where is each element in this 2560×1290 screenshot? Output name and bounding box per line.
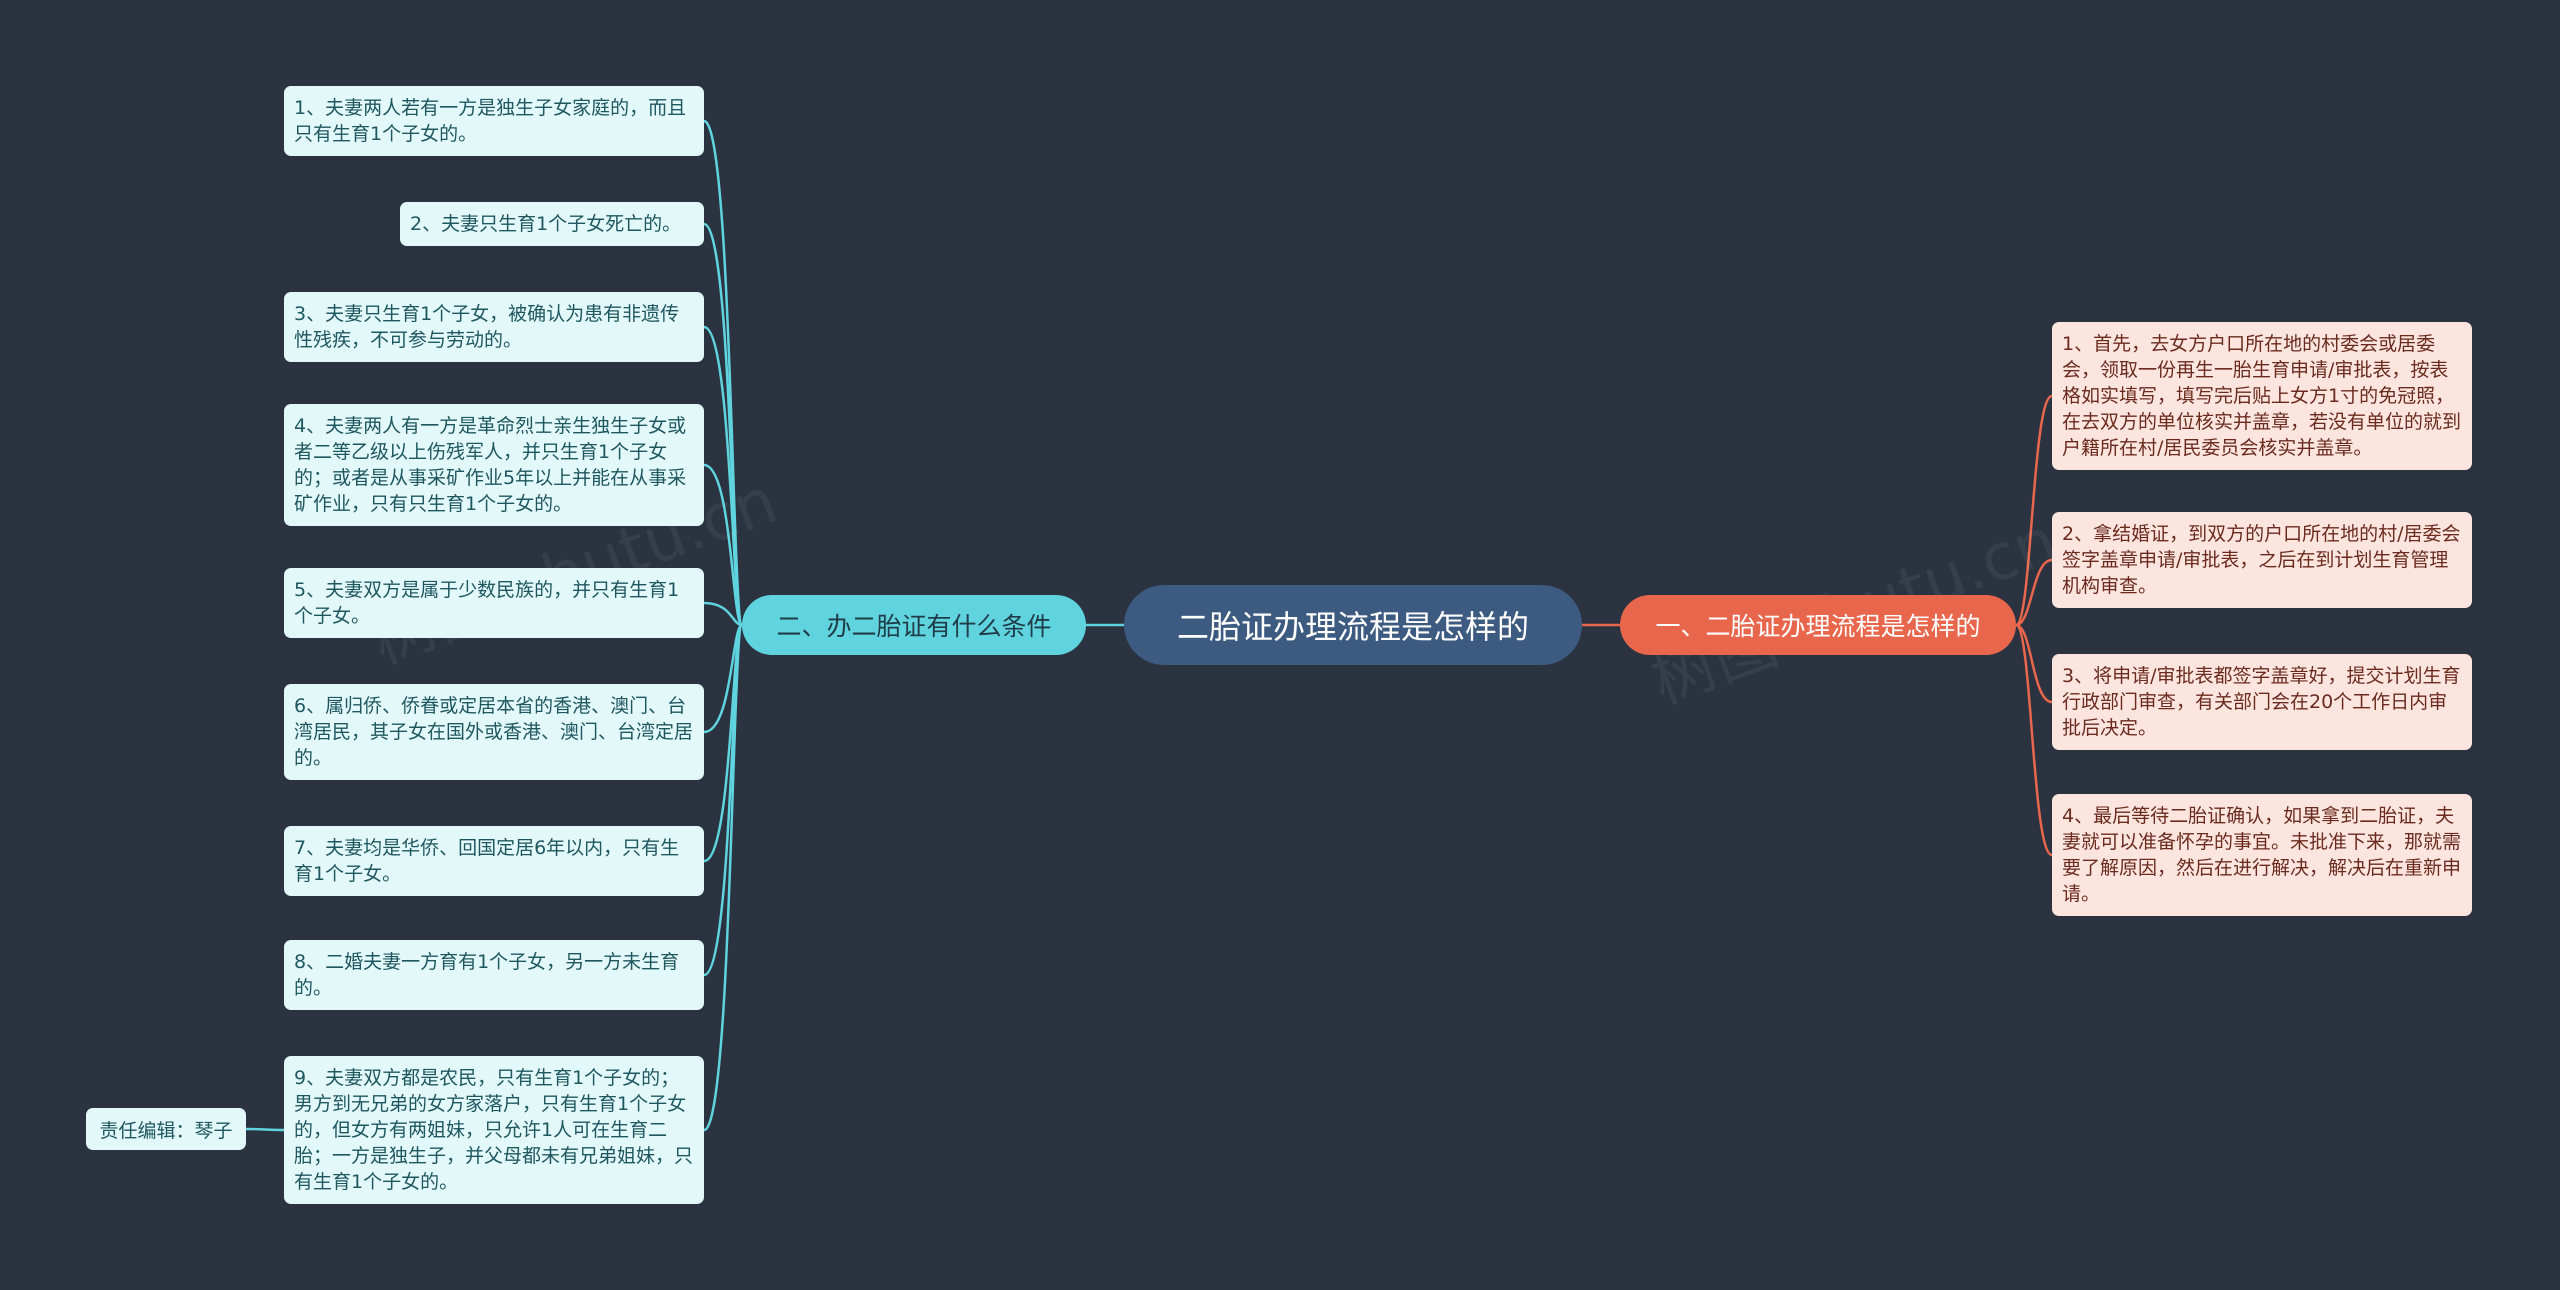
- condition-item-7[interactable]: 7、夫妻均是华侨、回国定居6年以内，只有生育1个子女。: [284, 826, 704, 896]
- condition-item-1[interactable]: 1、夫妻两人若有一方是独生子女家庭的，而且只有生育1个子女的。: [284, 86, 704, 156]
- process-step-4[interactable]: 4、最后等待二胎证确认，如果拿到二胎证，夫妻就可以准备怀孕的事宜。未批准下来，那…: [2052, 794, 2472, 916]
- branch-conditions[interactable]: 二、办二胎证有什么条件: [742, 595, 1086, 655]
- right-connector-3: [2015, 623, 2053, 704]
- condition-item-9[interactable]: 9、夫妻双方都是农民，只有生育1个子女的；男方到无兄弟的女方家落户，只有生育1个…: [284, 1056, 704, 1204]
- branch-process[interactable]: 一、二胎证办理流程是怎样的: [1620, 595, 2016, 655]
- process-step-3[interactable]: 3、将申请/审批表都签字盖章好，提交计划生育行政部门审查，有关部门会在20个工作…: [2052, 654, 2472, 750]
- condition-item-5[interactable]: 5、夫妻双方是属于少数民族的，并只有生育1个子女。: [284, 568, 704, 638]
- process-step-2[interactable]: 2、拿结婚证，到双方的户口所在地的村/居委会签字盖章申请/审批表，之后在到计划生…: [2052, 512, 2472, 608]
- process-step-1[interactable]: 1、首先，去女方户口所在地的村委会或居委会，领取一份再生一胎生育申请/审批表，按…: [2052, 322, 2472, 470]
- left-connector-4: [703, 463, 744, 627]
- condition-item-4[interactable]: 4、夫妻两人有一方是革命烈士亲生独生子女或者二等乙级以上伤残军人，并只生育1个子…: [284, 404, 704, 526]
- right-connector-4: [2014, 623, 2053, 857]
- right-connector-2: [2015, 558, 2053, 627]
- condition-item-6[interactable]: 6、属归侨、侨眷或定居本省的香港、澳门、台湾居民，其子女在国外或香港、澳门、台湾…: [284, 684, 704, 780]
- left-connector-9: [702, 623, 744, 1132]
- left-connector-3: [703, 325, 744, 627]
- left-connector-2: [703, 222, 744, 627]
- editor-note[interactable]: 责任编辑：琴子: [86, 1108, 246, 1150]
- left-connector-5: [703, 601, 743, 627]
- editor-connector: [245, 1127, 285, 1132]
- right-connector-1: [2014, 394, 2053, 627]
- condition-item-8[interactable]: 8、二婚夫妻一方育有1个子女，另一方未生育的。: [284, 940, 704, 1010]
- root-topic[interactable]: 二胎证办理流程是怎样的: [1124, 585, 1582, 665]
- condition-item-3[interactable]: 3、夫妻只生育1个子女，被确认为患有非遗传性残疾，不可参与劳动的。: [284, 292, 704, 362]
- condition-item-2[interactable]: 2、夫妻只生育1个子女死亡的。: [400, 202, 704, 246]
